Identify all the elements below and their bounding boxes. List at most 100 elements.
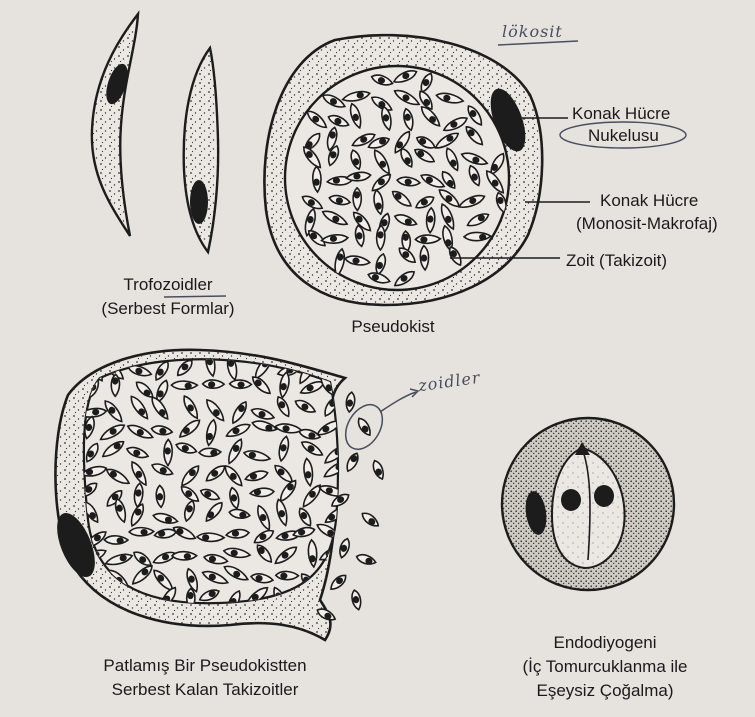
leader-lines: [450, 117, 590, 259]
takizoit: [197, 447, 223, 458]
takizoit: [155, 360, 169, 382]
takizoit: [170, 550, 198, 561]
zoit: [485, 170, 505, 194]
zoit: [341, 90, 371, 102]
takizoit: [223, 565, 250, 581]
endodiyogeni-cell: [500, 416, 676, 592]
zoit: [420, 174, 446, 188]
takizoit: [198, 589, 220, 602]
zoit: [460, 152, 489, 165]
takizoit: [201, 379, 226, 390]
takizoit: [150, 463, 174, 476]
takizoit: [110, 373, 121, 398]
takizoit: [257, 504, 271, 532]
takizoit: [256, 544, 273, 563]
ruptured-pseudokist: [54, 348, 420, 642]
label-endodiyogeni-3: Eşeysiz Çoğalma): [536, 681, 674, 700]
zoit: [392, 70, 418, 83]
label-konak-hucre-1: Konak Hücre: [600, 191, 699, 210]
takizoit: [84, 415, 95, 440]
takizoit: [152, 512, 179, 524]
takizoit: [294, 399, 317, 413]
zoit: [393, 89, 421, 106]
zoit: [367, 272, 391, 284]
zoit: [307, 230, 326, 247]
trofozoid-right: [182, 45, 220, 255]
takizoit: [152, 551, 177, 564]
zoit: [442, 117, 469, 132]
zoit: [398, 247, 417, 264]
takizoit: [130, 503, 145, 528]
takizoit: [224, 528, 251, 539]
zoit: [468, 164, 481, 187]
annotation-lokosit: lökosit: [502, 22, 563, 41]
zoit: [391, 190, 412, 207]
takizoit: [324, 507, 338, 524]
pen-marks: [163, 40, 687, 298]
zoit: [445, 147, 459, 172]
zoit: [304, 207, 317, 237]
takizoit: [298, 507, 312, 527]
zoit: [415, 136, 436, 149]
takizoit: [251, 420, 278, 432]
takizoit: [323, 460, 338, 478]
zoit: [393, 270, 416, 287]
zoit: [440, 202, 455, 231]
zoit: [414, 234, 442, 245]
zoit: [301, 195, 324, 210]
takizoit: [114, 497, 127, 524]
takizoit: [228, 508, 251, 519]
zoit: [373, 188, 384, 216]
free-takizoit: [361, 512, 380, 527]
takizoit: [228, 438, 243, 465]
zoit: [351, 133, 376, 147]
takizoit: [186, 567, 199, 593]
zoit: [371, 173, 392, 192]
takizoit: [228, 379, 253, 390]
takizoit: [274, 464, 294, 483]
zoit: [373, 149, 390, 175]
takizoit: [170, 380, 199, 391]
takizoit: [105, 468, 131, 485]
takizoit: [131, 565, 153, 585]
takizoit: [180, 486, 200, 502]
zoit: [312, 165, 322, 194]
takizoit: [222, 547, 252, 559]
label-konak-hucre-nukelusu-2: Nukelusu: [588, 126, 659, 145]
takizoit: [279, 371, 290, 399]
free-takizoit: [355, 553, 377, 565]
takizoit: [104, 553, 134, 566]
label-endodiyogeni-1: Endodiyogeni: [553, 633, 657, 652]
zoit: [367, 137, 391, 149]
free-takizoit: [330, 493, 350, 507]
free-takizoit: [346, 452, 359, 473]
takizoit: [248, 487, 276, 498]
takizoit: [276, 498, 288, 527]
label-konak-hucre-2: (Monosit-Makrofaj): [576, 214, 718, 233]
takizoit: [205, 465, 226, 482]
zoit: [320, 234, 350, 244]
zoit: [420, 106, 441, 127]
takizoit: [125, 446, 150, 459]
free-takizoit: [339, 537, 351, 559]
zoit: [394, 130, 411, 154]
takizoit: [101, 440, 125, 458]
zoit: [349, 102, 362, 130]
label-serbest-formlar: (Serbest Formlar): [101, 299, 235, 318]
label-patlamis-1: Patlamış Bir Pseudokistten: [103, 656, 307, 675]
takizoit: [99, 424, 126, 441]
zoit: [396, 176, 422, 187]
label-zoit-takizoit: Zoit (Takizoit): [566, 251, 668, 270]
zoit: [393, 214, 418, 226]
takizoit: [225, 423, 251, 438]
takizoit: [127, 526, 156, 537]
takizoit: [133, 551, 153, 566]
zoit: [306, 110, 328, 129]
zoit: [303, 146, 322, 169]
takizoit: [318, 485, 338, 497]
takizoit: [155, 484, 166, 509]
takizoit: [172, 526, 197, 540]
free-takizoit: [372, 459, 384, 481]
zoit: [326, 126, 338, 152]
takizoit: [175, 442, 198, 454]
